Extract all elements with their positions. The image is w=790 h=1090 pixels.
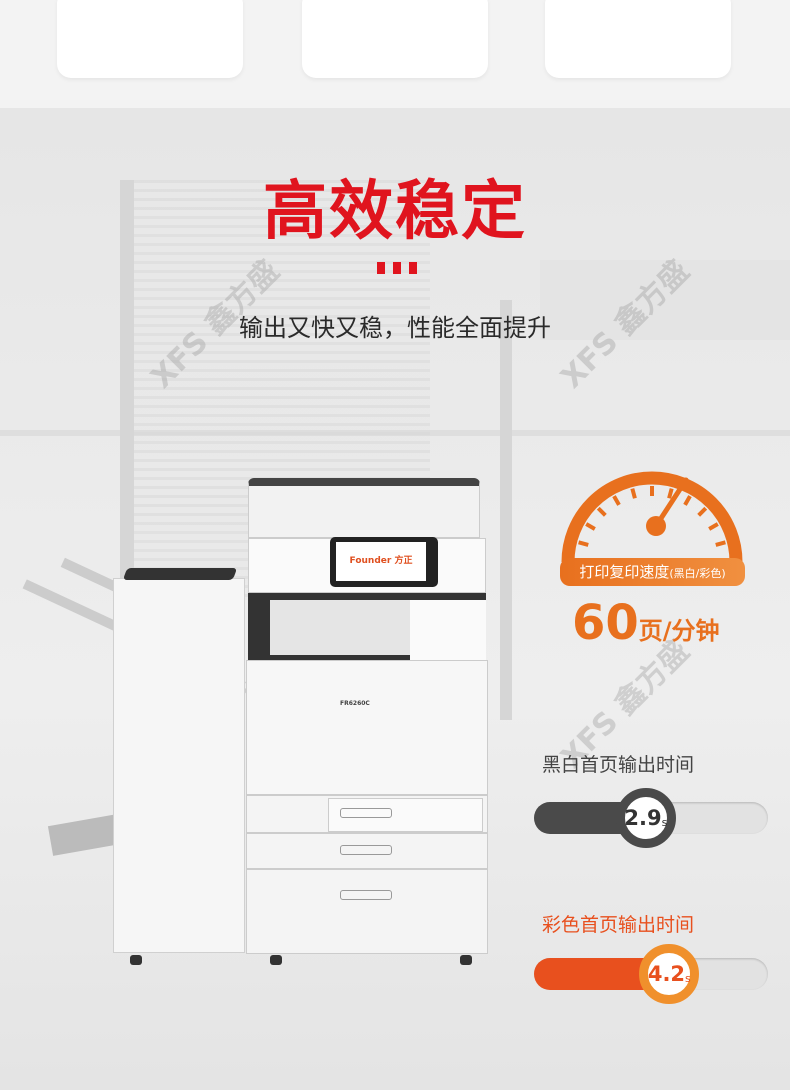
printer-model: FR6260C (340, 700, 370, 707)
gauge-tick (708, 522, 719, 531)
top-strip (0, 0, 790, 108)
bw-time-label: 黑白首页输出时间 (542, 754, 695, 776)
speed-label: 打印复印速度(黑白/彩色) (560, 558, 745, 586)
speed-unit: 页/分钟 (638, 617, 720, 645)
gauge-tick (585, 522, 596, 531)
gauge-tick (578, 540, 589, 547)
color-time-value: 4.2 (647, 962, 686, 986)
page-subtitle: 输出又快又稳，性能全面提升 (239, 314, 551, 342)
gauge-tick (596, 506, 607, 517)
gauge-tick (667, 488, 674, 499)
page-title: 高效稳定 (263, 175, 527, 249)
color-time-unit: s (685, 971, 691, 985)
speed-value: 60页/分钟 (572, 595, 720, 651)
printer-screen-logo: Founder 方正 (336, 542, 426, 581)
bw-time-unit: s (661, 815, 668, 829)
top-card (302, 0, 488, 78)
gauge-tick (697, 506, 708, 517)
top-card (57, 0, 243, 78)
gauge-tick (630, 488, 637, 499)
bw-time-value: 2.9 (624, 806, 662, 830)
gauge-tick (683, 495, 692, 506)
color-time-label: 彩色首页输出时间 (542, 914, 695, 936)
window-frame (0, 430, 790, 436)
speed-label-note: (黑白/彩色) (669, 567, 726, 580)
title-divider (377, 262, 417, 274)
window-frame (120, 180, 134, 600)
window-frame (500, 300, 512, 720)
gauge-tick (715, 540, 726, 547)
ceiling-lamp (540, 260, 790, 340)
speed-number: 60 (572, 595, 639, 651)
speed-label-text: 打印复印速度 (579, 563, 670, 581)
top-card (545, 0, 731, 78)
gauge-tick (612, 495, 621, 506)
speedometer-icon (561, 471, 743, 564)
